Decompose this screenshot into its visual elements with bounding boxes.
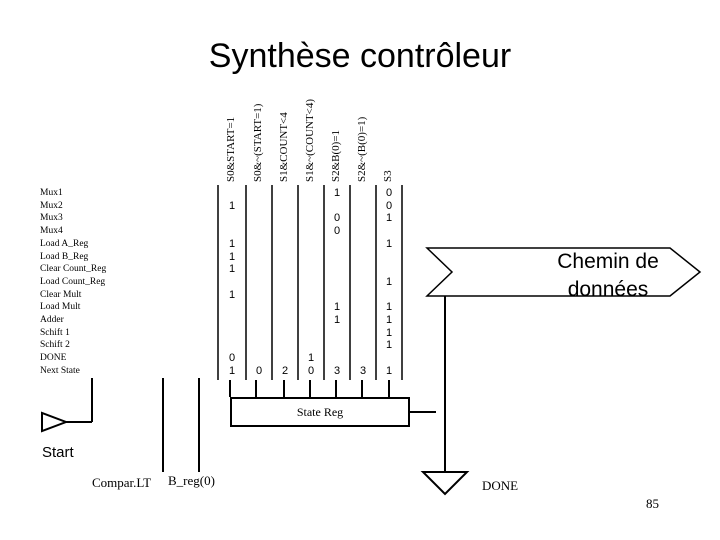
row-label: DONE [40, 353, 67, 364]
row-label: Load A_Reg [40, 238, 89, 249]
table-cell: 1 [385, 275, 393, 288]
column-header: S0&~(START=1) [252, 103, 264, 182]
table-cell: 2 [281, 364, 289, 377]
page-number: 85 [646, 496, 659, 511]
table-cell: 1 [307, 352, 315, 365]
state-register: State Reg [230, 397, 410, 427]
table-cell: 1 [228, 364, 236, 377]
row-label: Schift 1 [40, 327, 70, 338]
truth-table-grid [217, 185, 403, 380]
table-cell: 1 [333, 314, 341, 326]
table-cell: 0 [228, 352, 236, 365]
table-cell: 1 [385, 364, 393, 377]
column-header: S1&COUNT<4 [278, 112, 290, 182]
row-label: Mux1 [40, 188, 63, 198]
column-header: S2&~(B(0)=1) [356, 116, 368, 182]
compar-lt-label: Compar.LT [92, 475, 152, 490]
row-label: Next State [40, 365, 80, 376]
start-label: Start [42, 444, 74, 461]
table-cell: 1 [385, 339, 393, 352]
table-cell: 1 [228, 237, 236, 250]
column-header: S0&START=1 [225, 116, 237, 182]
row-label: Clear Count_Reg [40, 264, 107, 275]
table-cell: 1 [385, 212, 393, 225]
row-label: Load Mult [40, 302, 81, 313]
table-cell: 0 [333, 212, 341, 225]
row-label: Adder [40, 315, 64, 325]
table-feedback-wires [229, 380, 436, 413]
row-label: Load B_Reg [40, 251, 89, 262]
b-reg-label: B_reg(0) [168, 473, 215, 488]
table-cell: 1 [385, 314, 393, 326]
row-label: Schift 2 [40, 340, 70, 351]
table-cell: 0 [333, 225, 341, 238]
start-input [41, 378, 93, 433]
table-cell: 0 [385, 199, 393, 212]
table-cell: 1 [333, 187, 341, 199]
table-cell: 1 [385, 326, 393, 339]
table-cell: 3 [359, 364, 367, 377]
table-cell: 1 [228, 250, 236, 263]
slide-title: Synthèse contrôleur [208, 37, 512, 75]
row-label: Load Count_Reg [40, 276, 106, 287]
row-label: Mux2 [40, 200, 63, 211]
table-cell: 1 [385, 301, 393, 314]
table-cell: 0 [255, 364, 263, 377]
table-cell: 1 [385, 237, 393, 250]
status-input-lines [162, 378, 200, 472]
table-cell: 0 [307, 364, 315, 377]
table-cell: 1 [228, 288, 236, 301]
column-header: S2&B(0)=1 [330, 129, 342, 182]
row-label: Mux4 [40, 226, 63, 237]
done-label: DONE [482, 478, 519, 493]
done-arrow [420, 296, 470, 496]
row-label: Clear Mult [40, 289, 82, 300]
table-cell: 1 [228, 263, 236, 276]
datapath-block [425, 247, 702, 297]
column-header: S1&~(COUNT<4) [304, 98, 316, 182]
table-cell: 0 [385, 187, 393, 199]
row-label: Mux3 [40, 213, 63, 224]
table-cell: 3 [333, 364, 341, 377]
datapath-label: Chemin de données [557, 250, 659, 301]
table-cell: 1 [228, 199, 236, 212]
column-header: S3 [382, 170, 394, 182]
table-cell: 1 [333, 301, 341, 314]
